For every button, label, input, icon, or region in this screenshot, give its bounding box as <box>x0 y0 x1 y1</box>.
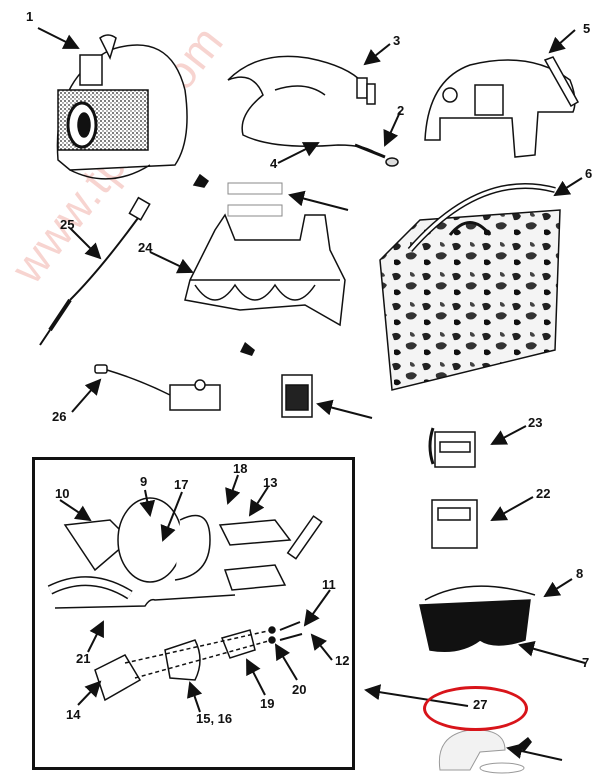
callout-11: 11 <box>322 577 336 592</box>
callout-20: 20 <box>292 682 307 697</box>
callout-25: 25 <box>60 217 75 232</box>
callout-21: 21 <box>76 651 91 666</box>
callout-27: 27 <box>473 697 488 712</box>
callout-9: 9 <box>140 474 148 489</box>
callout-8: 8 <box>576 566 584 581</box>
callout-14: 14 <box>66 707 81 722</box>
callout-13: 13 <box>263 475 278 490</box>
callout-7: 7 <box>582 655 590 670</box>
liner-drawing <box>438 729 525 774</box>
dark-visor-drawing <box>419 585 536 652</box>
callout-10: 10 <box>55 486 70 501</box>
callout-23: 23 <box>528 415 543 430</box>
callout-12: 12 <box>335 653 350 668</box>
reflective-strips-drawing <box>227 182 283 217</box>
adapter-cord-drawing <box>39 196 151 346</box>
callout-24: 24 <box>138 240 153 255</box>
callout-22: 22 <box>536 486 551 501</box>
visor-housing-drawing <box>424 56 580 158</box>
earcup-harness-drawing <box>47 497 323 609</box>
callout-17: 17 <box>174 477 189 492</box>
callout-3: 3 <box>393 33 401 48</box>
callout-2: 2 <box>397 103 405 118</box>
callout-5: 5 <box>583 21 591 36</box>
callout-15-16: 15, 16 <box>196 711 233 726</box>
helmet-bag-drawing <box>379 183 561 391</box>
helmet-drawing <box>56 34 210 188</box>
goggle-mount-drawing <box>184 213 346 327</box>
callout-4: 4 <box>270 156 278 171</box>
callout-18: 18 <box>233 461 248 476</box>
callout-19: 19 <box>260 696 275 711</box>
module-drawing <box>281 374 313 418</box>
callout-6: 6 <box>585 166 593 181</box>
switch-assembly-drawing <box>94 364 221 411</box>
cord-harness-drawing <box>227 55 399 167</box>
pointing-hand-icon <box>240 342 255 356</box>
callout-1: 1 <box>26 9 34 24</box>
callout-26: 26 <box>52 409 67 424</box>
comm-module-23-drawing <box>428 427 476 468</box>
highlight-circle <box>423 686 528 731</box>
earcup-parts-drawing <box>94 621 303 702</box>
detail-inset-box <box>32 457 355 770</box>
comm-module-22-drawing <box>431 499 478 549</box>
